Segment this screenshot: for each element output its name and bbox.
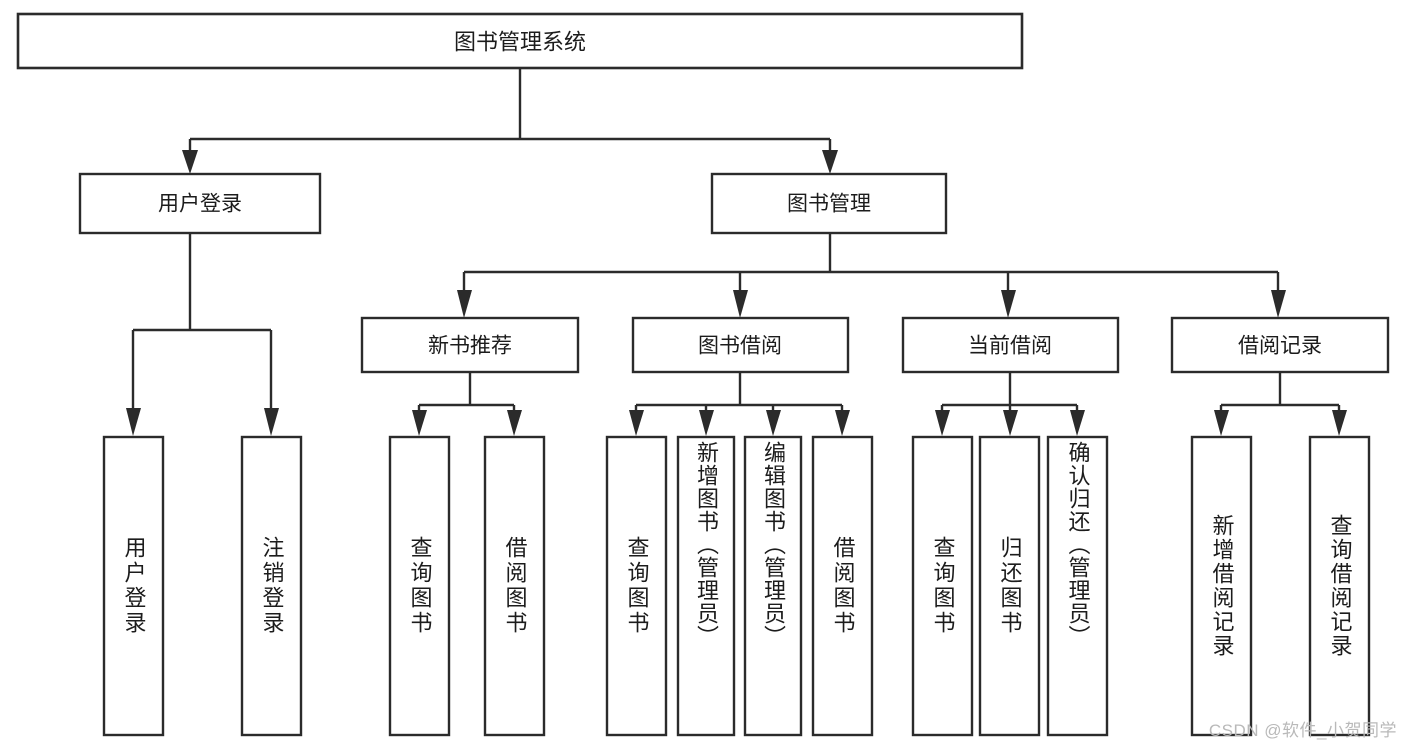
node-current-borrow-label: 当前借阅 <box>968 335 1052 358</box>
leaf-logout-box[interactable] <box>240 435 303 737</box>
leaf-query-record-box[interactable] <box>1308 435 1371 737</box>
arrow-head-leaf-borrow-book-2 <box>835 410 850 436</box>
node-book-borrow-label: 图书借阅 <box>698 335 782 358</box>
leaf-edit-book-box[interactable] <box>743 435 803 737</box>
arrow-head-book-manage <box>822 150 838 174</box>
node-new-book-rec[interactable]: 新书推荐 <box>360 316 580 374</box>
node-user-login[interactable]: 用户登录 <box>78 172 322 235</box>
node-user-login-label: 用户登录 <box>158 193 242 216</box>
arrow-head-leaf-query-book-1 <box>412 410 427 436</box>
arrow-head-leaf-user-login <box>126 408 141 436</box>
node-root-label: 图书管理系统 <box>454 30 586 55</box>
csdn-watermark: CSDN @软件_小贺同学 <box>1208 721 1397 740</box>
leaf-add-record-box[interactable] <box>1190 435 1253 737</box>
arrow-head-leaf-query-record <box>1332 410 1347 436</box>
node-root-box[interactable] <box>16 12 1024 70</box>
leaf-confirm-return-box[interactable] <box>1046 435 1109 737</box>
leaf-query-book-2-box[interactable] <box>605 435 668 737</box>
node-book-manage-box[interactable] <box>710 172 948 235</box>
arrow-head-user-login <box>182 150 198 174</box>
leaf-user-login-box[interactable] <box>102 435 165 737</box>
arrow-head-leaf-query-book-3 <box>935 410 950 436</box>
node-borrow-record[interactable]: 借阅记录 <box>1170 316 1390 374</box>
leaf-borrow-book-2-box[interactable] <box>811 435 874 737</box>
node-book-borrow[interactable]: 图书借阅 <box>631 316 850 374</box>
leaf-nodes-layer <box>102 435 1371 737</box>
node-book-manage-label: 图书管理 <box>787 193 871 216</box>
arrow-head-borrow-record <box>1271 290 1286 318</box>
arrow-head-book-borrow <box>733 290 748 318</box>
node-current-borrow[interactable]: 当前借阅 <box>901 316 1120 374</box>
arrow-head-leaf-confirm-return <box>1070 410 1085 436</box>
arrow-head-new-book-rec <box>457 290 472 318</box>
leaf-add-book-box[interactable] <box>676 435 736 737</box>
leaf-return-book-box[interactable] <box>978 435 1041 737</box>
node-root[interactable]: 图书管理系统 <box>16 12 1024 70</box>
leaf-query-book-1-box[interactable] <box>388 435 451 737</box>
leaf-borrow-book-1-box[interactable] <box>483 435 546 737</box>
arrow-head-leaf-edit-book <box>766 410 781 436</box>
node-current-borrow-box[interactable] <box>901 316 1120 374</box>
node-borrow-record-label: 借阅记录 <box>1238 335 1322 358</box>
arrow-head-leaf-borrow-book-1 <box>507 410 522 436</box>
arrow-head-leaf-add-book <box>699 410 714 436</box>
leaf-query-book-3-box[interactable] <box>911 435 974 737</box>
node-new-book-rec-box[interactable] <box>360 316 580 374</box>
arrow-head-leaf-add-record <box>1214 410 1229 436</box>
arrow-head-leaf-logout <box>264 408 279 436</box>
node-user-login-box[interactable] <box>78 172 322 235</box>
arrow-head-current-borrow <box>1001 290 1016 318</box>
node-book-borrow-box[interactable] <box>631 316 850 374</box>
node-borrow-record-box[interactable] <box>1170 316 1390 374</box>
node-book-manage[interactable]: 图书管理 <box>710 172 948 235</box>
arrow-head-leaf-return-book <box>1003 410 1018 436</box>
node-new-book-rec-label: 新书推荐 <box>428 335 512 358</box>
arrow-head-leaf-query-book-2 <box>629 410 644 436</box>
connector-layer <box>126 68 1347 436</box>
